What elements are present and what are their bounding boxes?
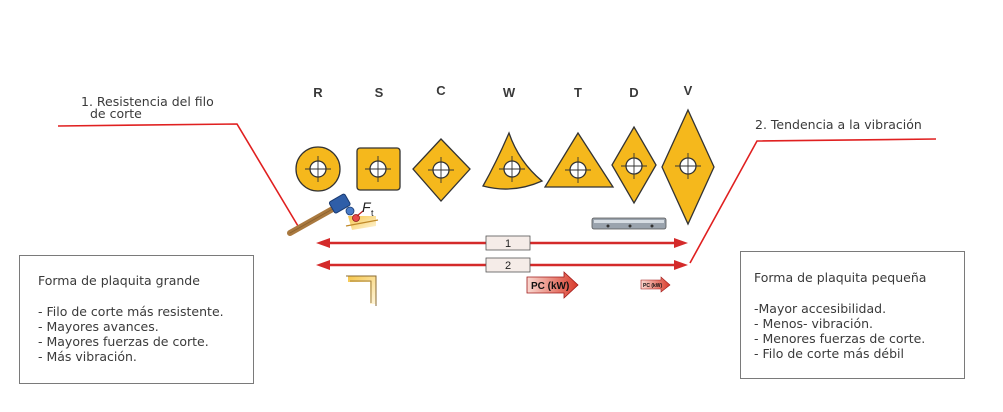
small-insert-item: -Mayor accesibilidad. [754, 301, 887, 316]
shape-letter-v: V [684, 83, 693, 98]
annotation-left: 1. Resistencia del filo de corte [81, 94, 214, 121]
large-insert-item: - Más vibración. [38, 349, 137, 364]
insert-rhombic-55-icon [611, 125, 657, 205]
annotation-right: 2. Tendencia a la vibración [755, 117, 922, 132]
small-insert-title: Forma de plaquita pequeña [754, 270, 927, 285]
annotation-left-line1: 1. Resistencia del filo [81, 94, 214, 109]
insert-triangular-icon [543, 131, 615, 188]
shape-letter-c: C [436, 83, 446, 98]
annotation-line-left [57, 123, 299, 227]
shape-letter-r: R [313, 85, 323, 100]
large-insert-title: Forma de plaquita grande [38, 273, 200, 288]
arrow-2-label: 2 [505, 260, 511, 272]
cutting-force-icon [345, 210, 379, 230]
power-arrow-large [526, 271, 579, 299]
small-insert-item: - Menos- vibración. [754, 316, 874, 331]
insert-square-icon [356, 147, 401, 191]
arrow-2 [316, 257, 688, 273]
arrow-1 [316, 235, 688, 251]
large-insert-item: - Filo de corte más resistente. [38, 304, 224, 319]
boring-bar-icon [591, 217, 667, 230]
annotation-line-right [689, 138, 937, 264]
large-insert-item: - Mayores avances. [38, 319, 159, 334]
power-arrow-small [640, 276, 671, 293]
small-insert-item: - Filo de corte más débil [754, 346, 904, 361]
small-insert-info-box: Forma de plaquita pequeña -Mayor accesib… [740, 251, 965, 379]
insert-round-icon [295, 146, 341, 192]
large-insert-item: - Mayores fuerzas de corte. [38, 334, 209, 349]
large-insert-info-box: Forma de plaquita grande - Filo de corte… [19, 255, 254, 384]
power-label-small: PC (kW) [643, 283, 663, 289]
annotation-right-text: 2. Tendencia a la vibración [755, 117, 922, 132]
chip-icon [346, 275, 377, 306]
insert-rhombic-35-icon [661, 108, 715, 226]
force-subscript: t [371, 208, 374, 218]
hammer-icon [287, 193, 355, 236]
small-insert-item: - Menores fuerzas de corte. [754, 331, 926, 346]
arrow-1-label: 1 [505, 238, 511, 250]
insert-trigon-icon [482, 131, 544, 190]
shape-letter-s: S [375, 85, 384, 100]
insert-rhombic-80-icon [412, 138, 471, 202]
power-label-large: PC (kW) [531, 281, 569, 292]
shape-letter-t: T [574, 85, 582, 100]
annotation-left-line2: de corte [90, 106, 142, 121]
shape-letter-w: W [503, 85, 516, 100]
shape-letter-d: D [629, 85, 638, 100]
force-symbol: F [362, 199, 372, 215]
